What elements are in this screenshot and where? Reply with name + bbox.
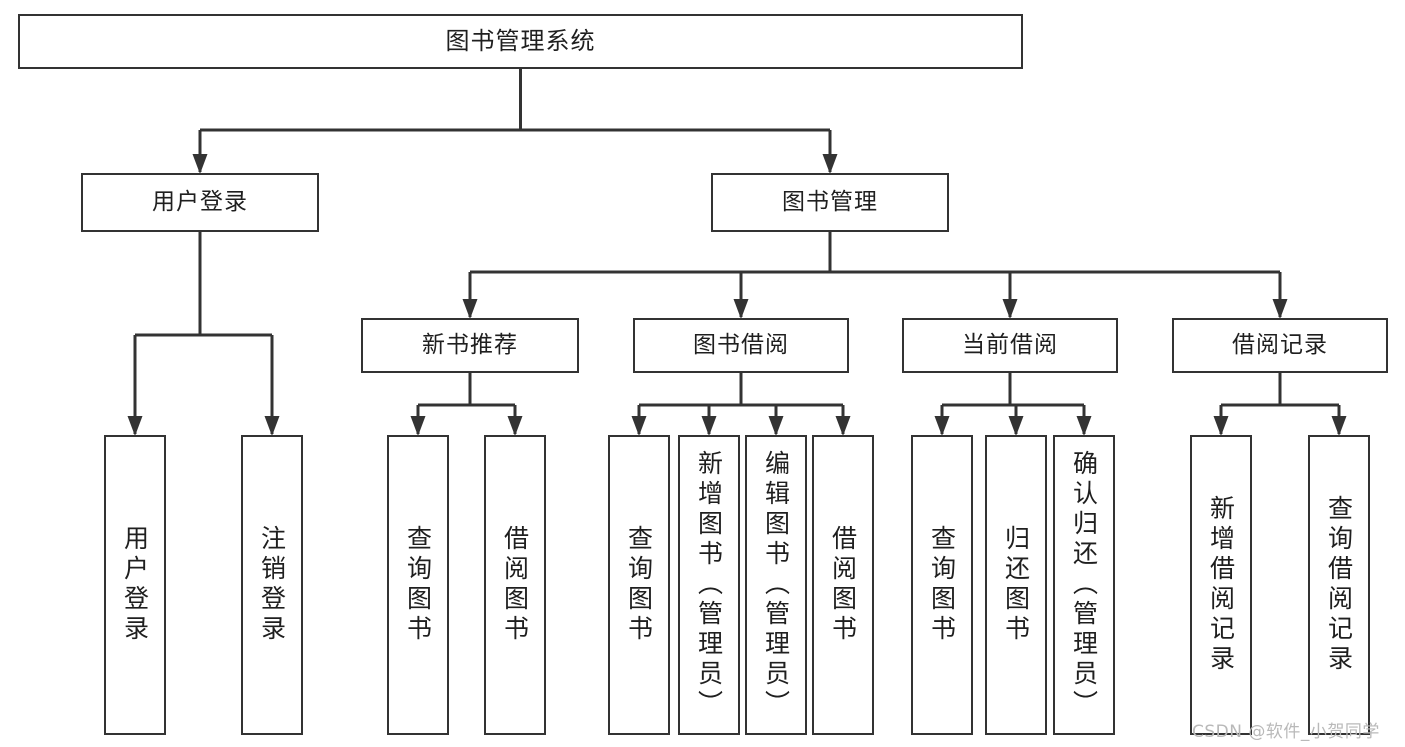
node-label-leaf-query-book-2: 查询图书: [624, 525, 654, 645]
node-label-new-book-rec: 新书推荐: [422, 331, 518, 358]
node-label-book-manage: 图书管理: [782, 188, 878, 215]
node-label-leaf-user-logout: 注销登录: [257, 525, 287, 645]
node-label-current-borrow: 当前借阅: [962, 331, 1058, 358]
node-label-leaf-edit-book: 编辑图书（管理员）: [761, 450, 791, 720]
node-root[interactable]: 图书管理系统: [18, 14, 1023, 69]
node-leaf-borrow-book-2[interactable]: 借阅图书: [812, 435, 874, 735]
node-leaf-user-login[interactable]: 用户登录: [104, 435, 166, 735]
node-book-borrow[interactable]: 图书借阅: [633, 318, 849, 373]
node-leaf-query-record[interactable]: 查询借阅记录: [1308, 435, 1370, 735]
node-label-borrow-record: 借阅记录: [1232, 331, 1328, 358]
node-label-user-login: 用户登录: [152, 188, 248, 215]
node-leaf-return-book[interactable]: 归还图书: [985, 435, 1047, 735]
node-label-leaf-return-book: 归还图书: [1001, 525, 1031, 645]
node-label-leaf-add-record: 新增借阅记录: [1206, 495, 1236, 675]
node-leaf-borrow-book-1[interactable]: 借阅图书: [484, 435, 546, 735]
node-leaf-add-book[interactable]: 新增图书（管理员）: [678, 435, 740, 735]
node-label-leaf-query-record: 查询借阅记录: [1324, 495, 1354, 675]
node-leaf-query-book-3[interactable]: 查询图书: [911, 435, 973, 735]
node-user-login[interactable]: 用户登录: [81, 173, 319, 232]
node-leaf-query-book-1[interactable]: 查询图书: [387, 435, 449, 735]
node-book-manage[interactable]: 图书管理: [711, 173, 949, 232]
node-borrow-record[interactable]: 借阅记录: [1172, 318, 1388, 373]
node-leaf-edit-book[interactable]: 编辑图书（管理员）: [745, 435, 807, 735]
node-leaf-confirm-return[interactable]: 确认归还（管理员）: [1053, 435, 1115, 735]
node-label-root: 图书管理系统: [445, 27, 596, 56]
node-label-leaf-query-book-3: 查询图书: [927, 525, 957, 645]
node-label-leaf-query-book-1: 查询图书: [403, 525, 433, 645]
node-label-leaf-borrow-book-2: 借阅图书: [828, 525, 858, 645]
node-new-book-rec[interactable]: 新书推荐: [361, 318, 579, 373]
node-leaf-user-logout[interactable]: 注销登录: [241, 435, 303, 735]
node-label-book-borrow: 图书借阅: [693, 331, 789, 358]
node-current-borrow[interactable]: 当前借阅: [902, 318, 1118, 373]
node-label-leaf-confirm-return: 确认归还（管理员）: [1069, 450, 1099, 720]
watermark: CSDN @软件_小贺同学: [1192, 722, 1380, 742]
node-leaf-add-record[interactable]: 新增借阅记录: [1190, 435, 1252, 735]
node-label-leaf-user-login: 用户登录: [120, 525, 150, 645]
node-label-leaf-borrow-book-1: 借阅图书: [500, 525, 530, 645]
node-leaf-query-book-2[interactable]: 查询图书: [608, 435, 670, 735]
node-label-leaf-add-book: 新增图书（管理员）: [694, 450, 724, 720]
